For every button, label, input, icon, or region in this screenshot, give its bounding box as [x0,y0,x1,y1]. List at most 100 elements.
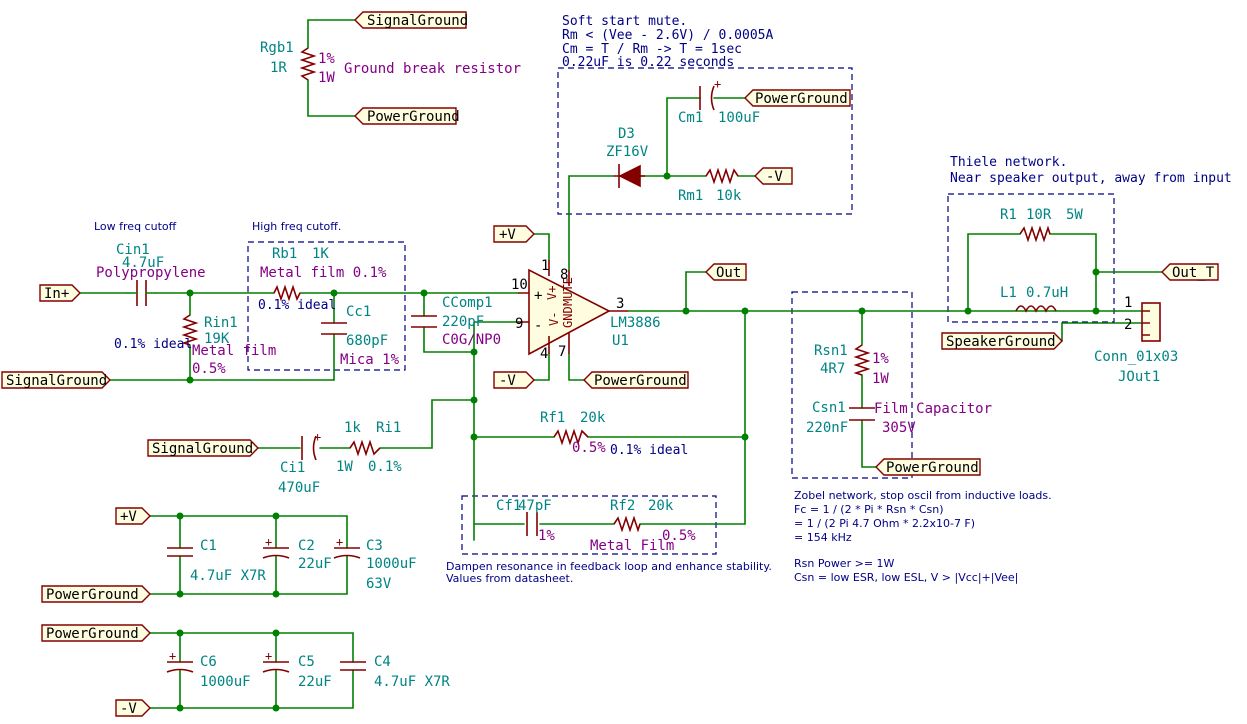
resistor-rf1: Rf1 20k 0.5% 0.1% ideal [540,410,688,458]
resistor-r1: R1 10R 5W [1000,207,1083,243]
svg-text:PowerGround: PowerGround [886,460,979,476]
svg-text:Near speaker output, away from: Near speaker output, away from input [950,171,1232,186]
svg-text:PowerGround: PowerGround [46,587,139,603]
svg-text:1%: 1% [318,51,335,67]
resistor-rf2: Rf2 20k 0.5% Metal Film [590,498,696,554]
svg-text:Cf1: Cf1 [496,498,521,514]
svg-text:In+: In+ [44,286,69,302]
svg-text:0.1% ideal: 0.1% ideal [258,298,336,313]
svg-text:0.1% ideal: 0.1% ideal [610,443,688,458]
svg-text:1000uF: 1000uF [200,674,251,690]
svg-text:Rm < (Vee - 2.6V) / 0.0005A: Rm < (Vee - 2.6V) / 0.0005A [562,28,773,43]
svg-text:Cc1: Cc1 [346,304,371,320]
svg-text:LM3886: LM3886 [610,315,661,331]
svg-text:+: + [265,649,272,663]
svg-text:L1: L1 [1000,285,1017,301]
global-label-vminus-opamp: -V [493,371,535,389]
global-label-powerground-top: PowerGround [354,107,460,125]
capacitor-ccomp1: CComp1 220pF C0G/NP0 [411,295,501,348]
global-label-powerground-bottom1: PowerGround [41,585,151,603]
svg-text:Rm1: Rm1 [678,188,703,204]
svg-text:20k: 20k [580,410,606,426]
global-label-powerground-cm: PowerGround [744,89,851,107]
svg-text:Ri1: Ri1 [376,420,401,436]
resistor-rgb1: Rgb1 1R 1% 1W Ground break resistor [260,40,521,86]
capacitor-cm1: + Cm1 100uF [678,77,760,126]
global-label-signalground-top: SignalGround [354,11,468,29]
svg-text:Conn_01x03: Conn_01x03 [1094,349,1178,365]
svg-text:Values from datasheet.: Values from datasheet. [446,572,573,585]
svg-text:7: 7 [558,344,566,360]
svg-text:680pF: 680pF [346,333,388,349]
global-label-out-t: Out_T [1161,263,1219,281]
svg-text:0.22uF is 0.22 seconds: 0.22uF is 0.22 seconds [562,55,734,70]
wires [79,19,1163,709]
svg-text:1: 1 [1124,295,1132,311]
svg-text:3: 3 [616,296,624,312]
svg-text:-V: -V [766,169,783,185]
svg-text:Ground break resistor: Ground break resistor [344,61,521,77]
svg-text:C3: C3 [366,538,383,554]
svg-text:Rsn Power >= 1W: Rsn Power >= 1W [794,557,895,570]
global-label-signalground-ci: SignalGround [147,439,259,457]
svg-text:+V: +V [499,227,516,243]
svg-text:Soft start mute.: Soft start mute. [562,14,687,29]
svg-text:22uF: 22uF [298,556,332,572]
svg-text:C6: C6 [200,654,217,670]
svg-text:22uF: 22uF [298,674,332,690]
resistor-rsn1: Rsn1 4R7 1% 1W [814,343,889,387]
capacitor-cf1: Cf1 47pF 1% [496,498,555,544]
note-thiele: Thiele network. Near speaker output, awa… [950,155,1232,186]
svg-text:CComp1: CComp1 [442,295,493,311]
global-label-vplus-opamp: +V [493,225,535,243]
svg-text:5W: 5W [1066,207,1083,223]
capacitor-ci1: + Ci1 470uF [278,430,321,496]
capacitor-c3: + C3 1000uF 63V [333,535,417,592]
inductor-l1: L1 0.7uH [1000,285,1068,313]
note-soft-start: Soft start mute. Rm < (Vee - 2.6V) / 0.0… [562,14,773,70]
svg-text:1: 1 [541,258,549,274]
svg-text:19K: 19K [204,331,230,347]
resistor-rb1: Rb1 1K Metal film 0.1% 0.1% ideal [258,246,387,313]
svg-text:PowerGround: PowerGround [367,109,460,125]
svg-text:8: 8 [560,267,568,283]
svg-text:Out: Out [716,265,741,281]
svg-text:= 154 kHz: = 154 kHz [794,531,852,544]
svg-text:63V: 63V [366,576,392,592]
svg-text:Csn1: Csn1 [812,400,846,416]
svg-text:0.7uH: 0.7uH [1026,285,1068,301]
svg-text:Thiele network.: Thiele network. [950,155,1067,170]
svg-text:10R: 10R [1026,207,1052,223]
svg-text:-: - [534,318,542,334]
capacitor-c2: + C2 22uF [262,535,332,572]
capacitor-cin1: Cin1 4.7uF Polypropylene [96,242,206,306]
svg-text:+: + [714,77,721,91]
global-label-vminus-bottom: -V [115,699,151,717]
svg-text:100uF: 100uF [718,110,760,126]
svg-text:1W: 1W [336,459,353,475]
svg-text:4.7uF X7R: 4.7uF X7R [190,568,266,584]
connector-jout1: 1 2 Conn_01x03 JOut1 [1094,295,1178,385]
svg-text:1k: 1k [344,420,361,436]
svg-text:Cm1: Cm1 [678,110,703,126]
capacitor-csn1: Csn1 220nF Film Capacitor 305V [806,400,992,436]
svg-text:4.7uF X7R: 4.7uF X7R [374,674,450,690]
svg-text:PowerGround: PowerGround [46,626,139,642]
global-label-vminus-rm: -V [754,167,793,185]
svg-text:V-: V- [547,312,561,326]
svg-text:Metal Film: Metal Film [590,538,674,554]
capacitor-c6: + C6 1000uF [166,649,251,690]
svg-text:10k: 10k [716,188,742,204]
svg-text:10: 10 [511,277,528,293]
svg-text:SignalGround: SignalGround [6,373,107,389]
svg-text:PowerGround: PowerGround [594,373,687,389]
capacitor-c5: + C5 22uF [262,649,332,690]
note-low-freq: Low freq cutoff [94,220,177,233]
svg-text:+: + [534,288,542,304]
svg-text:-V: -V [120,701,137,717]
svg-text:C2: C2 [298,538,315,554]
global-label-out: Out [705,263,747,281]
svg-text:Csn = low ESR, low ESL, V > |V: Csn = low ESR, low ESL, V > |Vcc|+|Vee| [794,571,1018,584]
svg-text:1000uF: 1000uF [366,556,417,572]
